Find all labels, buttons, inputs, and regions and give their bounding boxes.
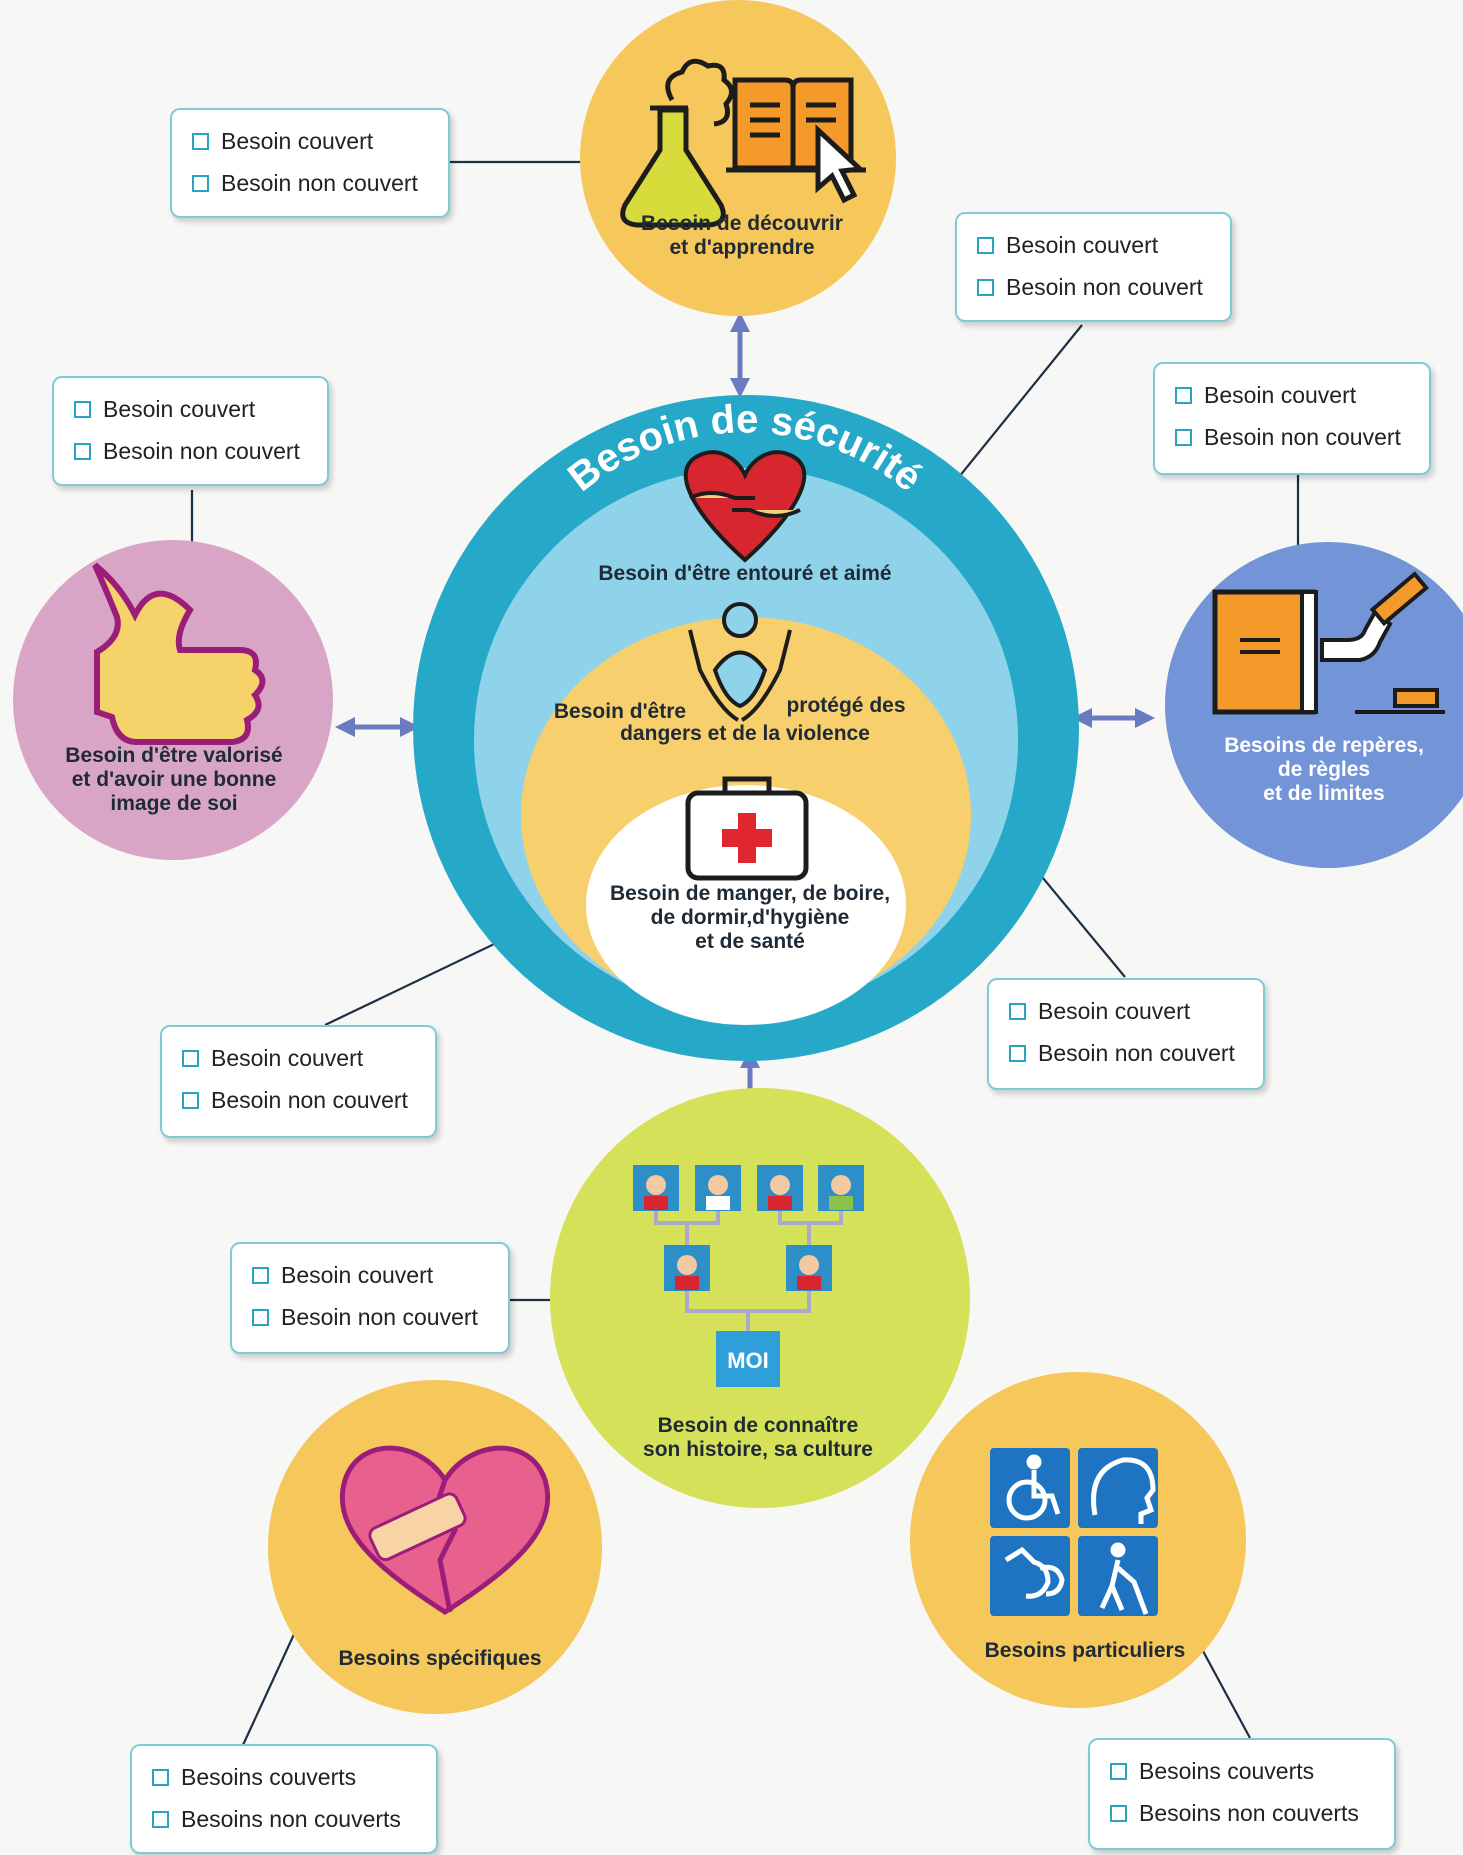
checkbox-not-covered[interactable]	[977, 279, 994, 296]
checkbox-group-protected: Besoin couvert Besoin non couvert	[987, 978, 1265, 1090]
option-covered-label: Besoins couverts	[181, 1764, 357, 1790]
checkbox-not-covered[interactable]	[182, 1092, 199, 1109]
family-tree-icon: MOI	[633, 1165, 864, 1387]
checkbox-covered[interactable]	[74, 401, 91, 418]
protected-label-2: protégé des	[786, 694, 905, 717]
option-not-covered-label: Besoin non couvert	[221, 170, 418, 196]
thumbs-up-icon	[92, 562, 266, 745]
option-not-covered-label: Besoins non couverts	[1139, 1800, 1359, 1826]
broken-heart-icon	[339, 1445, 551, 1615]
checkbox-not-covered[interactable]	[192, 175, 209, 192]
checkbox-group-learn: Besoin couvert Besoin non couvert	[170, 108, 450, 218]
checkbox-group-specific: Besoins couverts Besoins non couverts	[130, 1744, 438, 1854]
option-covered-label: Besoin couvert	[211, 1045, 364, 1071]
flask-icon	[620, 58, 734, 228]
checkbox-not-covered[interactable]	[1009, 1045, 1026, 1062]
checkbox-group-rules: Besoin couvert Besoin non couvert	[1153, 362, 1431, 475]
protected-label-1: Besoin d'être	[554, 700, 686, 723]
option-covered-label: Besoin couvert	[281, 1262, 434, 1288]
checkbox-covered[interactable]	[182, 1050, 199, 1067]
checkbox-group-basic: Besoin couvert Besoin non couvert	[160, 1025, 437, 1138]
option-covered-label: Besoin couvert	[1038, 998, 1191, 1024]
option-not-covered-label: Besoins non couverts	[181, 1806, 401, 1832]
law-book-icon	[1212, 589, 1318, 715]
particular-circle: Besoins particuliers	[910, 1372, 1246, 1708]
first-aid-kit-icon	[685, 776, 809, 881]
loved-label: Besoin d'être entouré et aimé	[598, 562, 891, 585]
gavel-icon	[1320, 571, 1445, 714]
checkbox-group-valued: Besoin couvert Besoin non couvert	[52, 376, 329, 486]
option-covered-label: Besoin couvert	[221, 128, 374, 154]
protected-label-3: dangers et de la violence	[620, 722, 870, 745]
checkbox-not-covered[interactable]	[152, 1811, 169, 1828]
checkbox-not-covered[interactable]	[252, 1309, 269, 1326]
checkbox-not-covered[interactable]	[1110, 1805, 1127, 1822]
protecting-hands-icon	[688, 602, 792, 722]
option-covered-label: Besoin couvert	[1006, 232, 1159, 258]
checkbox-group-history: Besoin couvert Besoin non couvert	[230, 1242, 510, 1354]
option-not-covered-label: Besoin non couvert	[1006, 274, 1203, 300]
particular-label: Besoins particuliers	[985, 1639, 1186, 1662]
option-not-covered-label: Besoin non couvert	[1204, 424, 1401, 450]
option-not-covered-label: Besoin non couvert	[1038, 1040, 1235, 1066]
option-covered-label: Besoin couvert	[103, 396, 256, 422]
checkbox-group-loved: Besoin couvert Besoin non couvert	[955, 212, 1232, 322]
me-label: MOI	[727, 1348, 769, 1373]
cursor-icon	[815, 124, 866, 204]
option-not-covered-label: Besoin non couvert	[211, 1087, 408, 1113]
checkbox-not-covered[interactable]	[74, 443, 91, 460]
checkbox-covered[interactable]	[1175, 387, 1192, 404]
checkbox-group-particular: Besoins couverts Besoins non couverts	[1088, 1738, 1396, 1850]
hug-heart-icon	[683, 450, 807, 563]
checkbox-covered[interactable]	[192, 133, 209, 150]
checkbox-covered[interactable]	[1009, 1003, 1026, 1020]
checkbox-covered[interactable]	[1110, 1763, 1127, 1780]
basic-needs-label: Besoin de manger, de boire,de dormir,d'h…	[610, 882, 890, 953]
option-not-covered-label: Besoin non couvert	[281, 1304, 478, 1330]
checkbox-covered[interactable]	[977, 237, 994, 254]
checkbox-covered[interactable]	[252, 1267, 269, 1284]
specific-circle: Besoins spécifiques	[268, 1380, 602, 1714]
checkbox-covered[interactable]	[152, 1769, 169, 1786]
option-covered-label: Besoin couvert	[1204, 382, 1357, 408]
specific-label: Besoins spécifiques	[338, 1647, 541, 1670]
option-not-covered-label: Besoin non couvert	[103, 438, 300, 464]
head-icon	[1078, 1448, 1158, 1528]
double-arrows	[335, 312, 1155, 1128]
checkbox-not-covered[interactable]	[1175, 429, 1192, 446]
option-covered-label: Besoins couverts	[1139, 1758, 1315, 1784]
